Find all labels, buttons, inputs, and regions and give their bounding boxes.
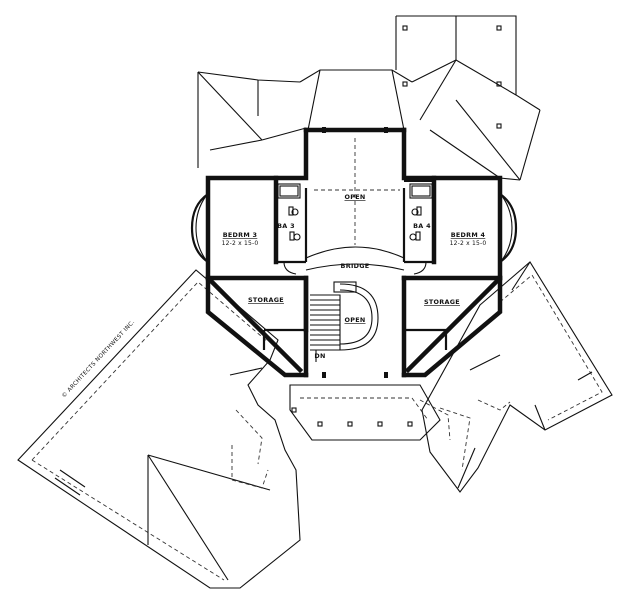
label-bedroom3: BEDRM 3	[223, 231, 258, 239]
staircase	[310, 281, 379, 362]
window-ticks	[322, 127, 432, 378]
label-bedroom4: BEDRM 4	[451, 231, 486, 239]
exterior-walls	[205, 127, 503, 378]
label-bedroom3-size: 12-2 x 15-0	[222, 240, 259, 247]
bridge	[305, 138, 405, 271]
room-labels: OPEN BRIDGE OPEN BEDRM 3 12-2 x 15-0 BED…	[222, 193, 487, 360]
entry-bay	[235, 384, 451, 465]
label-open-top: OPEN	[344, 193, 365, 201]
roof-lines	[197, 15, 541, 181]
bath-fixtures	[277, 183, 433, 275]
label-storage-left: STORAGE	[248, 296, 284, 304]
label-bridge: BRIDGE	[341, 262, 370, 270]
right-wing	[421, 261, 613, 493]
label-bath3: BA 3	[277, 222, 295, 230]
label-storage-right: STORAGE	[424, 298, 460, 306]
bay-windows	[190, 193, 518, 263]
label-stair-down: DN	[314, 352, 325, 360]
copyright-text: © ARCHITECTS NORTHWEST INC.	[60, 319, 136, 400]
left-wing	[17, 269, 301, 589]
label-open-stair: OPEN	[344, 316, 365, 324]
label-bath4: BA 4	[413, 222, 431, 230]
label-bedroom4-size: 12-2 x 15-0	[450, 240, 487, 247]
